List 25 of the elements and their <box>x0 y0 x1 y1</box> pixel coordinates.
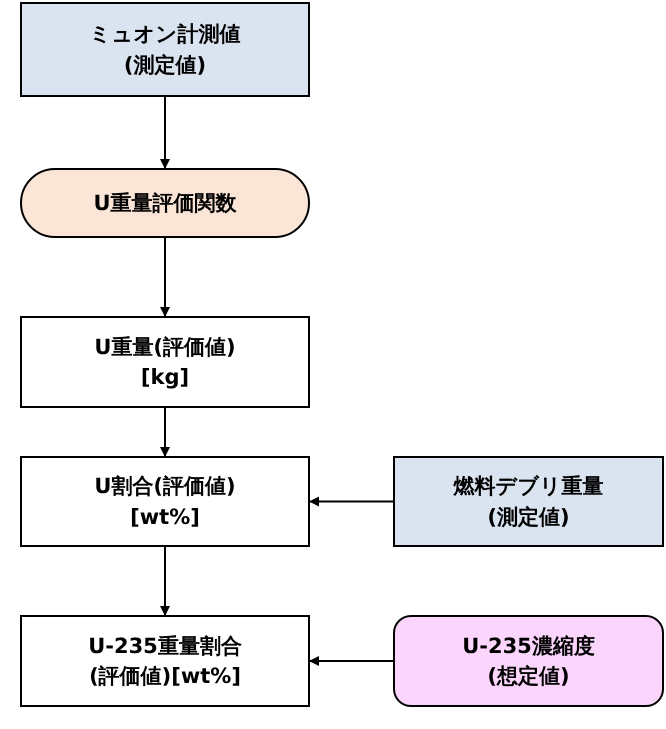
arrow <box>160 408 170 457</box>
node-label: (評価値)[wt%] <box>89 663 241 690</box>
arrow <box>160 238 170 317</box>
node-label: ミュオン計測値 <box>90 21 240 48</box>
arrow <box>160 97 170 169</box>
process-box <box>20 316 310 408</box>
process-box <box>20 615 310 707</box>
node-label: U重量評価関数 <box>93 190 237 217</box>
node-label: (測定値) <box>487 504 570 530</box>
node-label: [wt%] <box>130 504 200 530</box>
node-label: U重量(評価値) <box>94 334 236 361</box>
process-box <box>20 456 310 547</box>
process-box <box>393 456 664 547</box>
node-label: [kg] <box>140 364 190 391</box>
node-label: (測定値) <box>124 52 206 78</box>
node-label: U-235濃縮度 <box>462 632 595 660</box>
node-label: U割合(評価値) <box>94 473 236 500</box>
arrow <box>160 547 170 616</box>
arrow <box>309 656 393 666</box>
node-label: 燃料デブリ重量 <box>454 473 604 500</box>
arrow <box>309 496 393 506</box>
process-box <box>20 2 310 97</box>
node-label: U-235重量割合 <box>88 632 242 660</box>
terminal-box <box>393 615 664 707</box>
node-label: (想定値) <box>487 663 570 690</box>
